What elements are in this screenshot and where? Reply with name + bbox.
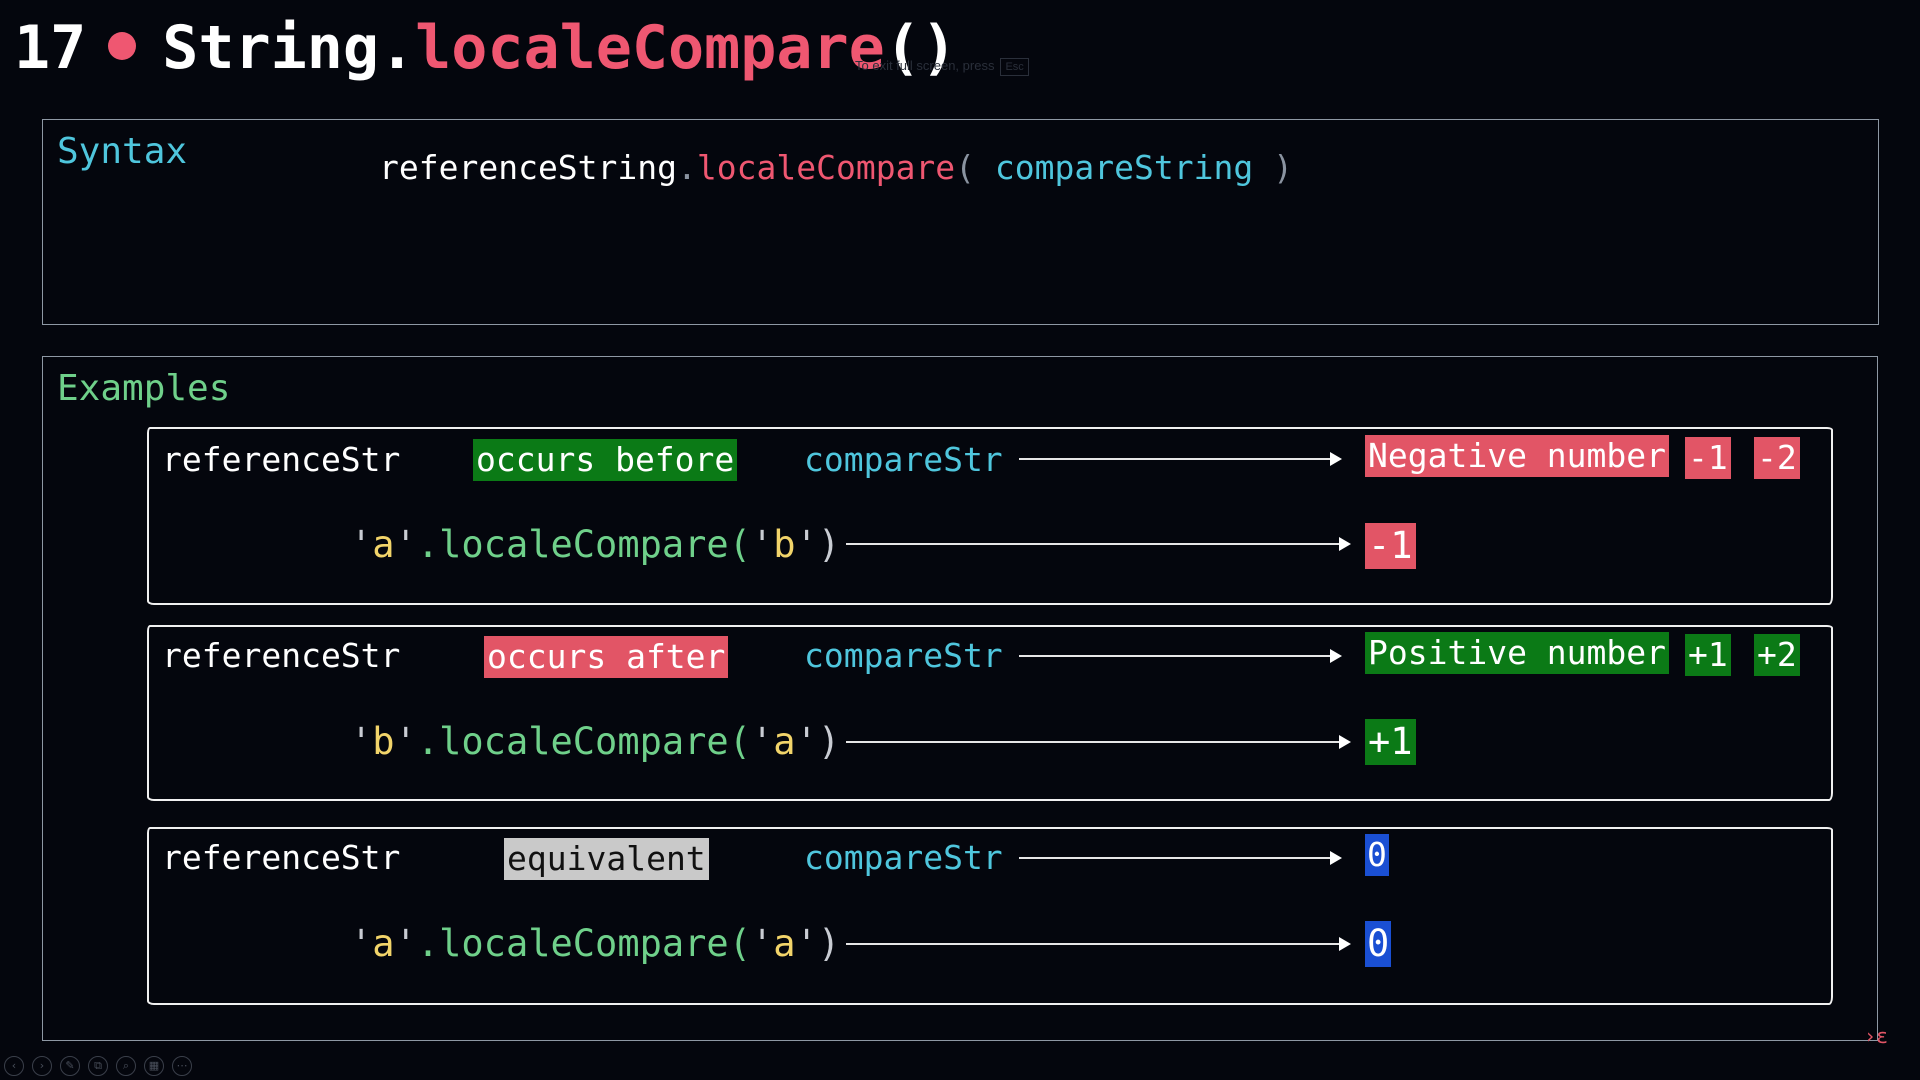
more-icon[interactable]: ⋯ (172, 1056, 192, 1076)
syntax-close-paren: ) (1253, 148, 1293, 187)
arrow (1019, 649, 1342, 663)
arrow (1019, 851, 1342, 865)
zoom-icon[interactable]: ⌕ (116, 1056, 136, 1076)
syntax-reference: referenceString (379, 148, 678, 187)
result-example-badge: -2 (1754, 437, 1800, 479)
esc-key-badge: Esc (1000, 58, 1029, 76)
example-card-after (147, 625, 1833, 801)
syntax-method: localeCompare (696, 148, 956, 187)
pen-icon[interactable]: ✎ (60, 1056, 80, 1076)
slide-number: 17 (14, 13, 87, 83)
result-badge-positive: Positive number (1365, 632, 1670, 674)
result-example-badge: +2 (1754, 634, 1800, 676)
arrow (846, 735, 1351, 749)
reference-label: referenceStr (162, 636, 401, 675)
result-example-badge: +1 (1685, 634, 1731, 676)
code-result-badge: +1 (1365, 719, 1416, 765)
result-badge-negative: Negative number (1365, 435, 1670, 477)
code-close-paren: ) (817, 922, 841, 965)
title-method: localeCompare (415, 13, 885, 83)
examples-label: Examples (57, 368, 231, 409)
syntax-argument: compareString (994, 148, 1254, 187)
examples-panel: Examples (42, 356, 1878, 1041)
syntax-panel: Syntax referenceString.localeCompare( co… (42, 119, 1879, 325)
code-close-paren: ) (817, 720, 841, 763)
previous-icon[interactable]: ‹ (4, 1056, 24, 1076)
fullscreen-exit-hint: To exit full screen, press Esc (855, 58, 1029, 76)
code-example-before: 'a'.localeCompare('b') (350, 523, 841, 566)
title-parens: () (884, 13, 957, 83)
code-left-string: a (372, 922, 395, 965)
code-method: .localeCompare( (416, 922, 751, 965)
arrow (846, 937, 1351, 951)
reference-label: referenceStr (162, 838, 401, 877)
code-left-string: b (372, 720, 395, 763)
title-object: String. (162, 13, 416, 83)
syntax-open-paren: ( (955, 148, 995, 187)
copy-icon[interactable]: ⧉ (88, 1056, 108, 1076)
arrow (1019, 452, 1342, 466)
result-example-badge: -1 (1685, 437, 1731, 479)
compare-label: compareStr (804, 838, 1003, 877)
relation-badge-after: occurs after (484, 636, 729, 678)
code-method: .localeCompare( (416, 523, 751, 566)
bullet-dot (108, 32, 137, 61)
code-right-string: b (773, 523, 796, 566)
presentation-toolbar: ‹ › ✎ ⧉ ⌕ ▦ ⋯ (4, 1056, 192, 1078)
example-card-before (147, 427, 1833, 605)
code-example-equivalent: 'a'.localeCompare('a') (350, 922, 841, 965)
example-card-equivalent (147, 827, 1833, 1005)
arrow (846, 537, 1351, 551)
fullscreen-hint-text: To exit full screen, press (855, 58, 995, 73)
code-result-badge: -1 (1365, 523, 1416, 569)
code-left-string: a (372, 523, 395, 566)
result-badge-zero: 0 (1365, 834, 1389, 876)
compare-label: compareStr (804, 636, 1003, 675)
code-close-paren: ) (817, 523, 841, 566)
code-result-badge: 0 (1365, 921, 1392, 967)
syntax-label: Syntax (57, 131, 188, 172)
grid-icon[interactable]: ▦ (144, 1056, 164, 1076)
slide-title: 17 String.localeCompare() (14, 8, 957, 88)
corner-logo-mark: ›ɛ (1864, 1024, 1889, 1048)
relation-badge-before: occurs before (473, 439, 738, 481)
reference-label: referenceStr (162, 440, 401, 479)
code-right-string: a (773, 720, 796, 763)
code-right-string: a (773, 922, 796, 965)
compare-label: compareStr (804, 440, 1003, 479)
code-example-after: 'b'.localeCompare('a') (350, 720, 841, 763)
relation-badge-equivalent: equivalent (504, 838, 709, 880)
syntax-signature: referenceString.localeCompare( compareSt… (379, 146, 1293, 190)
syntax-dot: . (677, 148, 697, 187)
next-icon[interactable]: › (32, 1056, 52, 1076)
code-method: .localeCompare( (416, 720, 751, 763)
